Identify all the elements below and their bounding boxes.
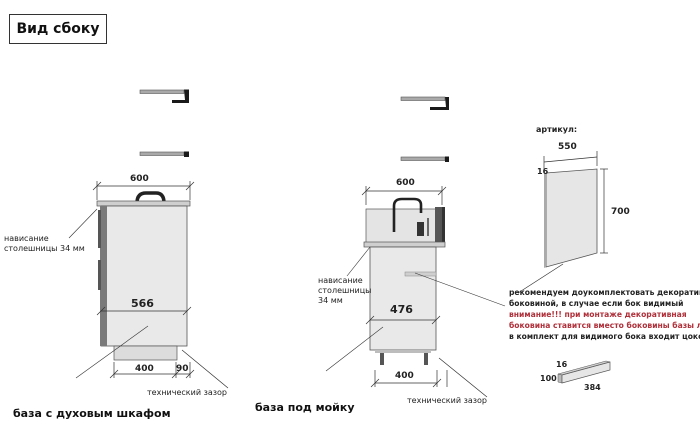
right-overhang-label-2: столешницы (318, 286, 372, 295)
plinth-height-label: 100 (540, 374, 557, 383)
right-width-dimension-line (361, 186, 447, 205)
note-line-2: боковиной, в случае если бок видимый (509, 299, 684, 308)
left-base-width-label: 400 (135, 364, 154, 374)
right-depth-dimension-line (365, 315, 441, 325)
note-line-1: рекомендуем доукомплектовать декоративно… (509, 288, 700, 297)
note-line-3: в комплект для видимого бока входит цоко… (509, 332, 700, 341)
right-depth-label: 476 (390, 303, 413, 316)
left-depth-label: 566 (131, 297, 154, 310)
recommendation-note: рекомендуем доукомплектовать декоративно… (509, 287, 700, 342)
countertop-profile-icon-3 (400, 96, 449, 110)
left-caption: база с духовым шкафом (13, 407, 171, 420)
panel-thickness-label: 16 (537, 167, 549, 176)
right-gap-text: технический зазор (407, 396, 487, 405)
page-title: Вид сбоку (9, 14, 107, 44)
left-width-top-label: 600 (130, 174, 149, 184)
plinth-piece (557, 360, 611, 384)
left-overhang-label-1: нависание (4, 234, 49, 243)
right-leader-lines (325, 246, 506, 372)
panel-width-label: 550 (558, 142, 577, 152)
left-base-dimension-line (109, 349, 229, 389)
decorative-panel (544, 168, 598, 268)
note-warning-1: внимание!!! при монтаже декоративная (509, 310, 687, 319)
right-cabinet (363, 197, 446, 365)
left-gap-label: 90 (176, 364, 189, 374)
left-gap-text: технический зазор (147, 388, 227, 397)
plinth-thickness-label: 16 (556, 360, 568, 369)
countertop-profile-icon-4 (400, 156, 449, 162)
panel-height-label: 700 (611, 207, 630, 217)
article-label: артикул: (536, 125, 578, 134)
left-overhang-label-2: столешницы 34 мм (4, 244, 85, 253)
right-base-dimension-line (370, 357, 488, 398)
right-width-top-label: 600 (396, 178, 415, 188)
left-depth-dimension-line (96, 306, 192, 316)
right-caption: база под мойку (255, 401, 355, 414)
panel-dimension-lines (517, 151, 608, 294)
left-width-dimension-line (92, 181, 195, 200)
countertop-profile-icon-2 (139, 151, 189, 157)
right-overhang-label-3: 34 мм (318, 296, 343, 305)
note-warning-2: боковина ставится вместо боковины базы л… (509, 321, 700, 330)
right-base-width-label: 400 (395, 371, 414, 381)
right-overhang-label-1: нависание (318, 276, 363, 285)
left-cabinet (96, 191, 191, 361)
left-leader-lines (68, 208, 149, 379)
plinth-length-label: 384 (584, 383, 601, 392)
countertop-profile-icon-1 (139, 89, 189, 103)
